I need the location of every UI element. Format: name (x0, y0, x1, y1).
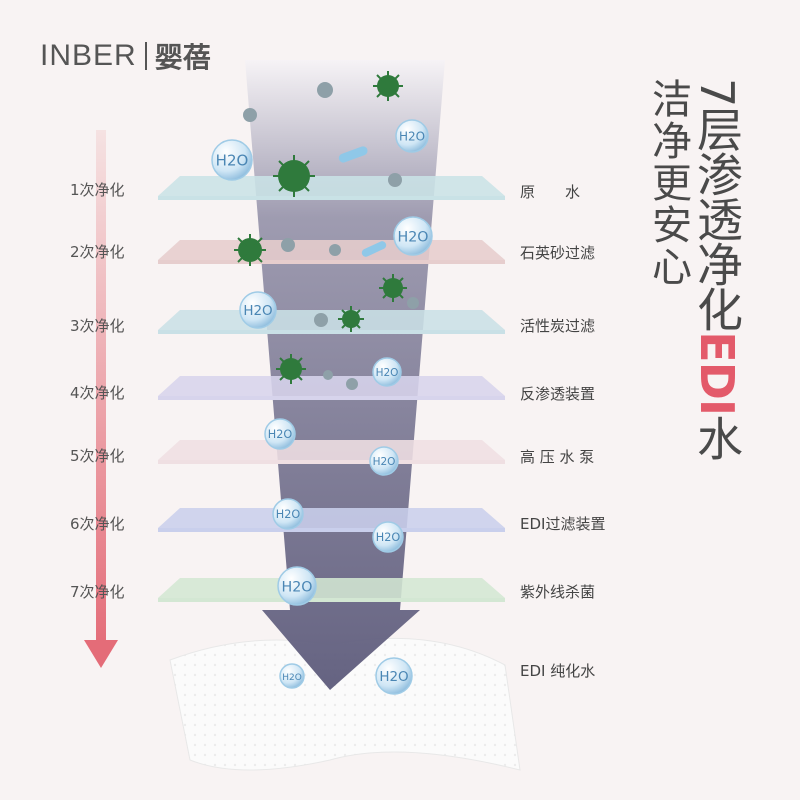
bacteria-icons (234, 71, 407, 384)
water-drop-icons: H2O H2O H2O H2O H2O H2O H2O H2O H2O H2O H2O H2O (211, 119, 433, 695)
water-drop-icon: H2O (375, 657, 413, 695)
water-drop-icon: H2O (372, 521, 404, 553)
svg-text:H2O: H2O (216, 152, 249, 170)
water-drop-icon: H2O (277, 566, 317, 606)
filter-layer (158, 310, 505, 334)
water-drop-icon: H2O (372, 357, 402, 387)
water-drop-icon: H2O (272, 498, 304, 530)
water-drop-icon: H2O (279, 663, 305, 689)
stage-label: 原 水 (520, 183, 581, 201)
stage-label: EDI过滤装置 (520, 515, 606, 533)
process-direction-arrow (84, 130, 118, 668)
water-drop-icon: H2O (393, 216, 433, 256)
bacteria-icon (379, 274, 407, 302)
bacteria-icon (273, 155, 315, 197)
bacteria-icon (234, 234, 266, 266)
filter-layer (158, 578, 505, 602)
filter-layer (158, 440, 505, 464)
brand-logo: INBER 婴蓓 (40, 36, 211, 76)
water-drop-icon: H2O (211, 139, 253, 181)
svg-text:H2O: H2O (399, 129, 425, 143)
headline-sub: 洁净更安心 (645, 78, 691, 288)
svg-text:H2O: H2O (373, 456, 396, 468)
headline-main-suffix: 水 (690, 415, 744, 461)
brand-name-cn: 婴蓓 (154, 41, 211, 74)
step-label: 6次净化 (70, 515, 125, 533)
water-drop-icon: H2O (395, 119, 429, 153)
step-label: 2次净化 (70, 243, 125, 261)
filter-layer (158, 176, 505, 200)
step-label: 7次净化 (70, 583, 125, 601)
svg-text:H2O: H2O (276, 508, 301, 521)
stage-label: 紫外线杀菌 (520, 583, 596, 601)
filter-layer (158, 376, 505, 400)
svg-text:H2O: H2O (243, 303, 272, 319)
bacteria-icon (373, 71, 403, 101)
headline-main-accent: EDI (690, 331, 744, 416)
water-drop-icon: H2O (239, 291, 277, 329)
svg-text:H2O: H2O (379, 669, 408, 685)
svg-text:H2O: H2O (282, 673, 302, 683)
water-drop-icon: H2O (369, 446, 399, 476)
step-label: 4次净化 (70, 384, 125, 402)
stage-label: 反渗透装置 (520, 385, 596, 403)
stage-label: 高 压 水 泵 (520, 448, 595, 466)
svg-text:H2O: H2O (398, 229, 429, 245)
step-label: 1次净化 (70, 181, 125, 199)
bacilli-icons (338, 146, 387, 257)
svg-text:H2O: H2O (376, 367, 399, 379)
headline-main: 7层渗透净化EDI水 (690, 78, 744, 460)
headline-main-prefix: 7层渗透净化 (690, 78, 744, 332)
step-label: 3次净化 (70, 317, 125, 335)
svg-text:H2O: H2O (268, 428, 293, 441)
water-drop-icon: H2O (264, 418, 296, 450)
filter-layer (158, 508, 505, 532)
brand-divider (144, 42, 147, 70)
stage-label: 石英砂过滤 (520, 244, 596, 262)
sediment-particles (243, 82, 419, 390)
svg-text:H2O: H2O (376, 531, 401, 544)
bacteria-icon (276, 354, 306, 384)
svg-text:H2O: H2O (282, 579, 313, 595)
brand-name-en: INBER (40, 39, 137, 72)
final-label: EDI 纯化水 (520, 662, 596, 680)
stage-label: 活性炭过滤 (520, 317, 596, 335)
step-label: 5次净化 (70, 447, 125, 465)
bacteria-icon (338, 306, 364, 332)
